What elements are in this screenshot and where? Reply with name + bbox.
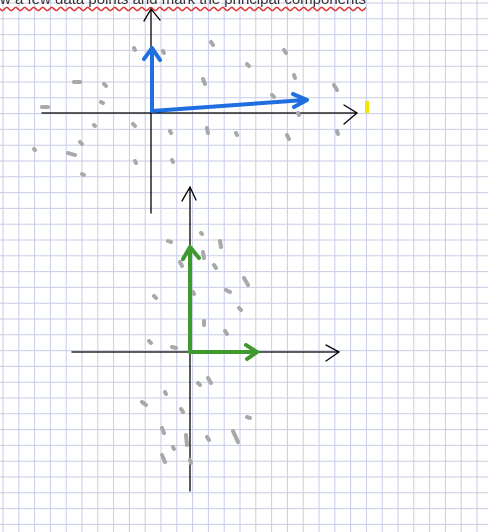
pen-marker-icon xyxy=(365,101,369,113)
data-point xyxy=(92,123,97,128)
data-point xyxy=(205,126,210,135)
data-point xyxy=(201,77,207,86)
data-point xyxy=(66,151,77,157)
data-point xyxy=(218,239,223,249)
pc1-arrowhead xyxy=(244,343,259,361)
data-point xyxy=(133,159,138,165)
data-point xyxy=(231,429,240,444)
data-point xyxy=(178,260,184,268)
data-point xyxy=(32,147,37,152)
data-point xyxy=(237,306,243,312)
data-point xyxy=(285,133,291,141)
data-point xyxy=(171,445,176,451)
data-point xyxy=(140,400,148,407)
data-point xyxy=(78,140,84,146)
data-point xyxy=(245,415,252,420)
data-point xyxy=(205,435,211,442)
data-point xyxy=(201,250,206,260)
data-point xyxy=(102,82,108,88)
pc1-arrow xyxy=(150,98,307,113)
data-point xyxy=(170,158,175,164)
data-point xyxy=(131,122,137,128)
top-plot xyxy=(41,7,359,214)
pc2-arrowhead xyxy=(181,245,201,261)
data-point xyxy=(184,433,189,447)
data-point xyxy=(152,294,158,300)
data-point xyxy=(292,73,297,80)
data-point xyxy=(191,290,196,296)
data-point xyxy=(132,46,137,52)
pc1-arrowhead xyxy=(291,92,309,109)
data-point xyxy=(242,276,250,287)
data-point xyxy=(161,49,166,55)
bottom-x-arrowhead xyxy=(325,344,341,362)
data-point xyxy=(209,40,215,47)
data-point xyxy=(206,376,213,385)
data-point xyxy=(245,62,251,68)
data-point xyxy=(335,129,340,136)
bottom-principal-components xyxy=(181,245,259,361)
data-point xyxy=(179,407,185,414)
data-point xyxy=(160,453,167,464)
data-point xyxy=(196,381,202,387)
data-point xyxy=(80,172,86,177)
data-point xyxy=(166,239,173,244)
data-point xyxy=(199,231,204,236)
bottom-plot xyxy=(71,185,341,492)
data-point xyxy=(332,83,339,92)
data-point xyxy=(163,390,168,396)
top-principal-components xyxy=(142,46,309,113)
data-point xyxy=(147,339,153,345)
bottom-data-points xyxy=(140,231,252,465)
data-point xyxy=(168,129,173,135)
data-point xyxy=(212,263,218,270)
data-point xyxy=(224,288,232,294)
data-point xyxy=(170,345,178,350)
data-point xyxy=(282,48,288,55)
pc2-arrowhead xyxy=(142,46,162,62)
bottom-y-arrowhead xyxy=(181,185,197,202)
data-point xyxy=(270,93,276,99)
data-point xyxy=(160,426,166,435)
data-point xyxy=(234,131,239,137)
data-point xyxy=(223,329,229,336)
data-point xyxy=(99,100,105,105)
top-data-points xyxy=(32,40,340,177)
top-y-arrowhead xyxy=(143,7,161,22)
data-point xyxy=(188,458,193,465)
top-x-arrowhead xyxy=(343,104,359,125)
data-point xyxy=(296,111,301,117)
instruction-text: w a few data points and mark the princip… xyxy=(0,0,488,8)
